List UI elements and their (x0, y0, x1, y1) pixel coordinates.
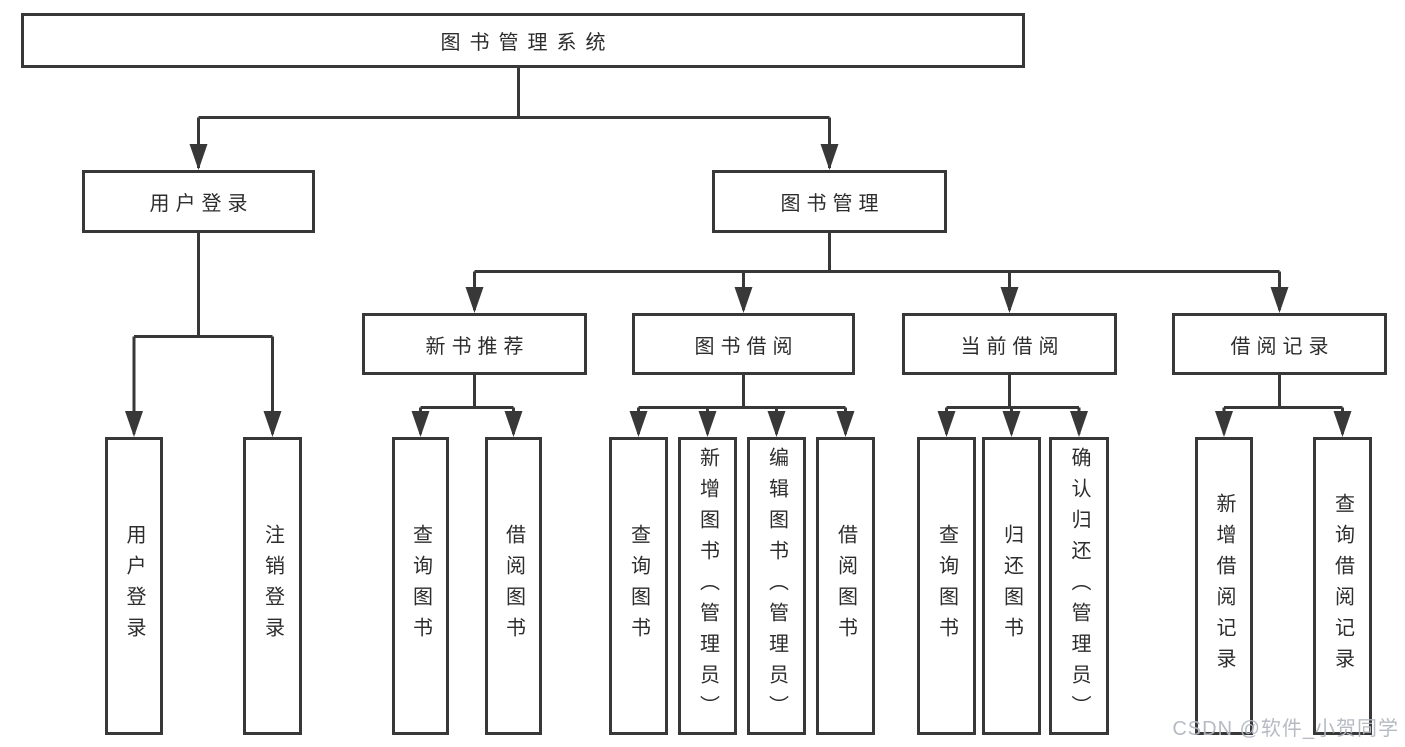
connector-line (419, 375, 515, 434)
node-label: 查询图书 (935, 524, 958, 648)
leaf-query-books-current: 查询图书 (917, 437, 976, 735)
node-new-book-recommend: 新书推荐 (362, 313, 587, 375)
arrowhead-icon (767, 411, 786, 437)
node-label: 图书管理 (780, 193, 885, 215)
node-label: 当前借阅 (960, 335, 1065, 358)
arrowhead-icon (1002, 411, 1021, 437)
arrowhead-icon (1070, 411, 1088, 437)
node-user-login: 用户登录 (82, 170, 315, 233)
node-label: 编辑图书（管理员） (765, 446, 788, 726)
arrowhead-icon (465, 287, 484, 313)
arrowhead-icon (1000, 287, 1019, 313)
node-label: 查询图书 (409, 524, 432, 648)
arrowhead-icon (263, 411, 282, 437)
node-label: 归还图书 (1000, 524, 1023, 648)
node-book-management: 图书管理 (712, 170, 947, 233)
node-borrow-records: 借阅记录 (1172, 313, 1387, 375)
leaf-query-borrow-record: 查询借阅记录 (1313, 437, 1372, 735)
leaf-borrow-books: 借阅图书 (816, 437, 875, 735)
arrowhead-icon (411, 411, 430, 437)
arrowhead-icon (504, 411, 523, 437)
connector-current-borrow-to-leaves (937, 375, 1088, 437)
connector-line (473, 233, 1281, 310)
node-label: 用户登录 (123, 524, 145, 648)
leaf-return-books: 归还图书 (982, 437, 1041, 735)
node-label: 借阅图书 (502, 524, 525, 648)
node-label: 查询借阅记录 (1331, 493, 1354, 679)
node-label: 查询图书 (627, 524, 650, 648)
arrowhead-icon (1215, 411, 1233, 437)
arrowhead-icon (125, 411, 143, 437)
connector-line (132, 233, 274, 434)
arrowhead-icon (1333, 411, 1352, 437)
arrowhead-icon (734, 287, 753, 313)
leaf-confirm-return-admin: 确认归还（管理员） (1049, 437, 1109, 735)
node-library-management-system: 图书管理系统 (21, 13, 1025, 68)
connector-book-borrow-to-leaves (629, 375, 855, 437)
csdn-watermark: CSDN @软件_小贺同学 (1172, 718, 1399, 740)
node-label: 借阅记录 (1230, 335, 1335, 358)
node-label: 图书管理系统 (440, 32, 615, 54)
leaf-query-books-recommend: 查询图书 (392, 437, 449, 735)
connector-book-management-to-level3 (465, 233, 1289, 313)
arrowhead-icon (820, 144, 839, 170)
node-current-borrow: 当前借阅 (902, 313, 1117, 375)
node-label: 注销登录 (261, 524, 284, 648)
connector-borrow-records-to-leaves (1215, 375, 1352, 437)
node-label: 新书推荐 (425, 335, 530, 358)
node-label: 新增图书（管理员） (696, 446, 719, 726)
leaf-edit-books-admin: 编辑图书（管理员） (747, 437, 806, 735)
node-label: 新增借阅记录 (1213, 493, 1235, 679)
arrowhead-icon (629, 411, 648, 437)
node-label: 确认归还（管理员） (1068, 446, 1090, 726)
arrowhead-icon (698, 411, 717, 437)
connector-root-to-level2 (189, 68, 839, 170)
leaf-user-login: 用户登录 (105, 437, 163, 735)
node-label: 图书借阅 (694, 335, 799, 358)
connector-new-book-recommend-to-leaves (411, 375, 523, 437)
connector-line (197, 68, 831, 168)
leaf-query-books-borrow: 查询图书 (609, 437, 668, 735)
arrowhead-icon (189, 144, 208, 170)
connector-line (1222, 375, 1344, 434)
node-book-borrow: 图书借阅 (632, 313, 855, 375)
node-label: 借阅图书 (834, 524, 857, 648)
arrowhead-icon (1270, 287, 1289, 313)
leaf-logout: 注销登录 (243, 437, 302, 735)
node-label: 用户登录 (149, 193, 254, 215)
connector-user-login-to-leaves (125, 233, 282, 437)
leaf-add-borrow-record: 新增借阅记录 (1195, 437, 1253, 735)
leaf-add-books-admin: 新增图书（管理员） (678, 437, 737, 735)
arrowhead-icon (836, 411, 855, 437)
arrowhead-icon (937, 411, 956, 437)
connector-line (637, 375, 847, 434)
leaf-borrow-books-recommend: 借阅图书 (485, 437, 542, 735)
